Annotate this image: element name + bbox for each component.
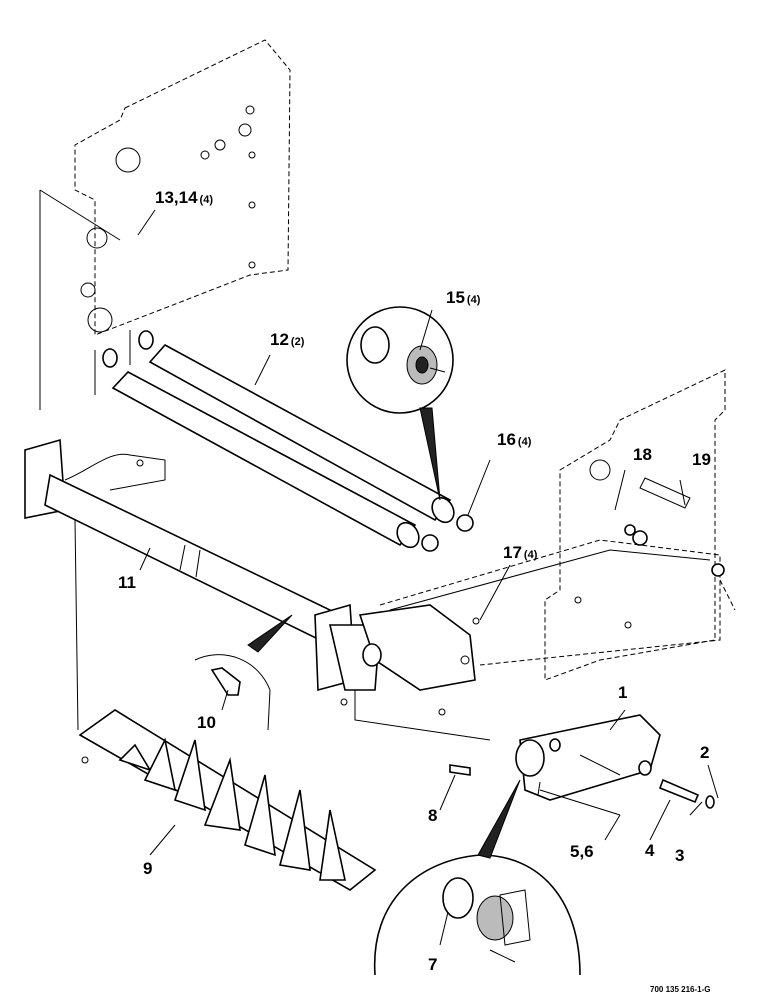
- detail-circle-7: [373, 779, 581, 976]
- auger: [74, 519, 377, 891]
- callout-10: 10: [197, 713, 216, 732]
- callout-8: 8: [428, 806, 438, 825]
- detail-circle-15: [346, 306, 454, 501]
- callout-3: 3: [675, 846, 685, 865]
- callout-18: 18: [633, 445, 652, 464]
- detail-circle-10: [194, 614, 293, 731]
- side-panel-upper: [39, 39, 291, 410]
- main-tube: [24, 438, 331, 642]
- side-panel-right: [544, 369, 736, 681]
- callout-4: 4: [645, 841, 655, 860]
- callout-16: 16(4): [497, 430, 532, 449]
- callout-17: 17(4): [503, 543, 538, 562]
- leader-lines: [137, 209, 719, 946]
- callout-19: 19: [692, 450, 711, 469]
- callout-7: 7: [428, 955, 438, 974]
- callout-15: 15(4): [446, 288, 481, 307]
- center-bracket: [314, 539, 721, 741]
- callout-11: 11: [118, 573, 136, 592]
- callout-5-6: 5,6: [570, 842, 594, 861]
- drawing-reference-code: 700 135 216-1-G: [650, 985, 711, 994]
- callout-13-14: 13,14(4): [155, 188, 213, 207]
- arm-assembly: [449, 714, 715, 816]
- roller-pair: [94, 330, 455, 549]
- callout-9: 9: [143, 859, 153, 878]
- callout-1: 1: [618, 683, 628, 702]
- callout-2: 2: [700, 743, 710, 762]
- callout-12: 12(2): [270, 330, 305, 349]
- bearings-16: [421, 514, 474, 552]
